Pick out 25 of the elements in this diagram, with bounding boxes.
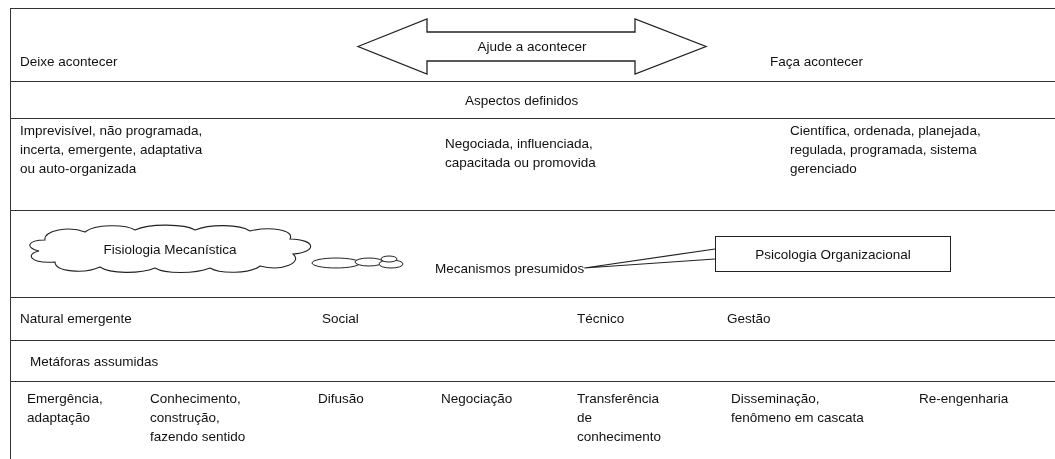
description-text: Imprevisível, não programada, incerta, emergente, adaptativa ou auto-organizada [20, 122, 204, 178]
description-text: Negociada, influenciada, capacitada ou promovida [445, 135, 597, 172]
category-text: Gestão [727, 310, 771, 328]
metaphor-text: Transferência de conhecimento [577, 390, 663, 446]
callout-box [715, 236, 951, 272]
metaphor-text: Difusão [318, 390, 364, 408]
node-label: Mecanismos presumidos [435, 259, 585, 278]
category-text: Social [322, 310, 359, 328]
node-label: Ajude a acontecer [477, 38, 587, 56]
metaphor-text: Disseminação, fenômeno em cascata [731, 390, 865, 427]
description-text: Científica, ordenada, planejada, regulada, programada, sistema gerenciado [790, 122, 982, 178]
row-heading: Aspectos definidos [465, 92, 579, 110]
category-text: Técnico [577, 310, 625, 328]
row-heading: Metáforas assumidas [30, 353, 159, 371]
node-label: Fisiologia Mecanística [103, 240, 237, 259]
metaphor-text: Emergência, adaptação [27, 390, 104, 427]
metaphor-text: Negociação [441, 390, 513, 408]
metaphor-text: Conhecimento, construção, fazendo sentido [150, 390, 247, 446]
metaphor-text: Re-engenharia [919, 390, 1009, 408]
double-arrow-shape [358, 19, 706, 74]
leader-line [583, 248, 716, 269]
column-heading: Faça acontecer [770, 53, 864, 71]
category-text: Natural emergente [20, 310, 132, 328]
node-label: Psicologia Organizacional [755, 245, 911, 264]
column-heading: Deixe acontecer [20, 53, 118, 71]
